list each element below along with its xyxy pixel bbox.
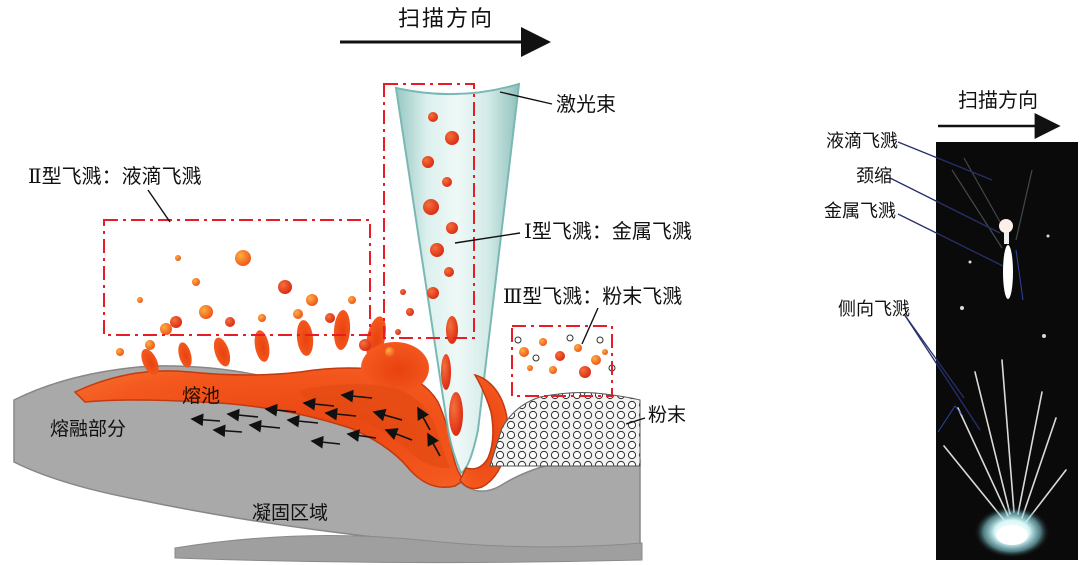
powder-label: 粉末 xyxy=(648,405,687,426)
laser-beam-shape xyxy=(394,82,521,475)
droplet-spatter-label: 液滴飞溅 xyxy=(826,131,898,151)
melt-pool-label: 熔池 xyxy=(182,386,221,407)
substrate-shape xyxy=(13,365,643,564)
box-type1 xyxy=(383,83,475,339)
type2-spatter-label: Ⅱ型飞溅：液滴飞溅 xyxy=(28,166,202,188)
powder-bed-shape xyxy=(489,392,641,467)
metal-spatter-photo xyxy=(999,219,1013,299)
type3-spatter-label: Ⅲ型飞溅：粉末飞溅 xyxy=(503,286,683,308)
laser-beam-label: 激光束 xyxy=(556,94,616,116)
leader-lines-right xyxy=(889,141,1004,431)
lateral-spatter-streaks xyxy=(943,359,1067,523)
photo-panel xyxy=(936,142,1078,560)
molten-part-label: 熔融部分 xyxy=(50,419,127,440)
type1-spatter-label: Ⅰ型飞溅：金属飞溅 xyxy=(524,221,692,243)
solidified-zone-label: 凝固区域 xyxy=(252,503,329,524)
metal-spatter-droplets xyxy=(395,112,463,436)
powder-spatter-particles xyxy=(514,334,616,378)
melt-flow-arrows xyxy=(190,389,441,457)
droplet-spatter-droplets xyxy=(116,250,395,357)
lateral-spatter-label: 侧向飞溅 xyxy=(838,299,910,319)
metal-spatter-label: 金属飞溅 xyxy=(824,201,896,221)
scan-direction-label-left: 扫描方向 xyxy=(398,6,495,31)
annotation-boxes xyxy=(103,83,613,397)
leader-lines-left xyxy=(147,91,646,425)
box-type2 xyxy=(103,219,371,336)
scan-direction-label-right: 扫描方向 xyxy=(958,90,1038,112)
necking-label: 颈缩 xyxy=(856,166,892,186)
box-type3 xyxy=(511,325,613,397)
